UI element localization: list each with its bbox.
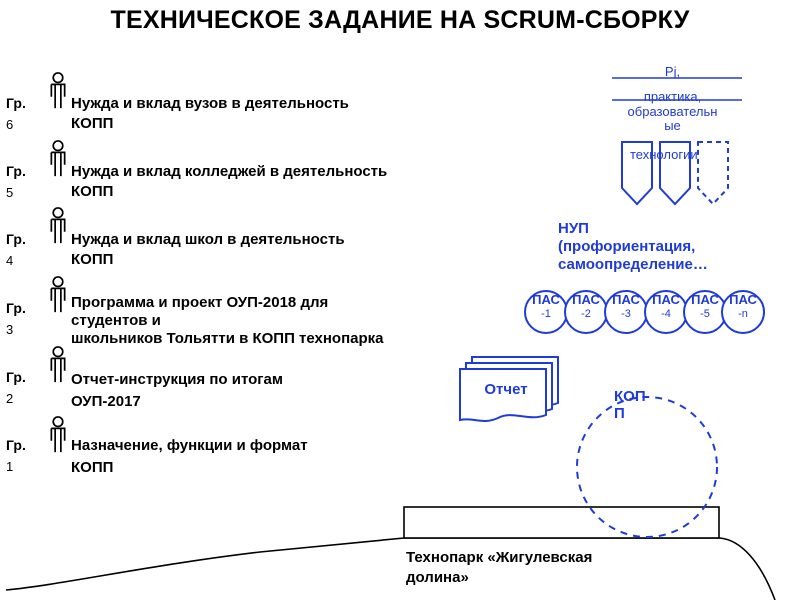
group-number: 5 [6,185,14,200]
pas-index: -1 [541,308,551,320]
pas-label: ПАС [612,292,640,307]
group-line-1: Отчет-инструкция по итогам [71,371,283,388]
group-label-1: Гр. 1 [6,434,46,478]
group-line-2: КОПП [71,251,114,268]
nup-line-2: (профориентация, [558,238,696,255]
person-icon [50,276,66,313]
group-prefix: Гр. [6,437,26,453]
chevron-3-dashed [697,141,729,206]
pas-node-2: ПАС -2 [568,293,604,321]
group-prefix: Гр. [6,231,26,247]
kopp-label: КОП П [614,388,646,422]
pas-label: ПАС [572,292,600,307]
rj-label: Pj, [664,64,681,79]
pas-node-5: ПАС -5 [687,293,723,321]
person-icon [50,72,66,109]
group-text-1: Назначение, функции и формат КОПП [71,435,501,479]
pas-label: ПАС [652,292,680,307]
group-line-1: Нужда и вклад вузов в деятельность [71,95,349,112]
person-icon [50,207,66,244]
group-line-2: КОПП [71,115,114,132]
technopark-line-1: Технопарк «Жигулевская [406,549,593,566]
group-label-2: Гр. 2 [6,366,46,410]
report-label: Отчет [484,381,528,398]
group-line-2: ОУП-2017 [71,393,141,410]
nup-title: НУП [558,220,589,237]
person-icon [50,416,66,453]
chevron-1 [621,141,653,206]
group-text-5: Нужда и вклад колледжей в деятельность К… [71,162,501,202]
pas-node-6: ПАС -n [725,293,761,321]
person-icon [50,140,66,177]
group-text-6: Нужда и вклад вузов в деятельность КОПП [71,94,501,134]
rj-practice: практика, [643,89,702,104]
group-text-2: Отчет-инструкция по итогам ОУП-2017 [71,369,501,413]
group-line-2: КОПП [71,459,114,476]
group-prefix: Гр. [6,369,26,385]
group-line-2: КОПП [71,183,114,200]
technopark-box [403,506,720,539]
pas-node-4: ПАС -4 [648,293,684,321]
group-line-2: студентов и [71,312,161,329]
person-icon [50,346,66,383]
pas-index: -n [738,308,748,320]
group-text-3: Программа и проект ОУП-2018 для студенто… [71,294,501,348]
nup-line-3: самоопределение… [558,256,708,273]
pas-index: -3 [621,308,631,320]
group-label-5: Гр. 5 [6,160,46,204]
group-number: 2 [6,391,14,406]
nup-block: НУП (профориентация, самоопределение… [558,220,708,274]
group-number: 6 [6,117,14,132]
kopp-line-1: КОП [614,388,646,405]
group-line-1: Нужда и вклад колледжей в деятельность [71,163,388,180]
group-prefix: Гр. [6,95,26,111]
group-line-1: Назначение, функции и формат [71,437,308,454]
pas-circle-6 [721,290,765,334]
group-line-1: Нужда и вклад школ в деятельность [71,231,345,248]
group-line-3: школьников Тольятти в КОПП технопарка [71,330,384,347]
pas-label: ПАС [729,292,757,307]
group-number: 3 [6,322,14,337]
pas-label: ПАС [532,292,560,307]
group-prefix: Гр. [6,300,26,316]
group-prefix: Гр. [6,163,26,179]
technopark-label: Технопарк «Жигулевская долина» [406,548,592,588]
group-label-6: Гр. 6 [6,92,46,136]
page-title: ТЕХНИЧЕСКОЕ ЗАДАНИЕ НА SCRUM-СБОРКУ [110,6,690,34]
rj-technologies: технологии [630,147,698,162]
pas-label: ПАС [691,292,719,307]
group-line-1: Программа и проект ОУП-2018 для [71,294,329,311]
group-label-3: Гр. 3 [6,297,46,341]
technopark-line-2: долина» [406,569,469,586]
group-number: 1 [6,459,14,474]
pas-index: -5 [700,308,710,320]
group-number: 4 [6,253,14,268]
pas-node-1: ПАС -1 [528,293,564,321]
pas-node-3: ПАС -3 [608,293,644,321]
ground-hill [5,537,776,600]
rj-edu-1: образовательн [627,104,718,119]
report-doc-front [459,368,547,422]
chevron-2 [659,141,691,206]
group-text-4: Нужда и вклад школ в деятельность КОПП [71,230,501,270]
kopp-line-2: П [614,405,625,422]
group-label-4: Гр. 4 [6,228,46,272]
pas-index: -4 [661,308,671,320]
kopp-circle [576,396,718,538]
pas-index: -2 [581,308,591,320]
rj-edu-2: ые [664,118,681,133]
